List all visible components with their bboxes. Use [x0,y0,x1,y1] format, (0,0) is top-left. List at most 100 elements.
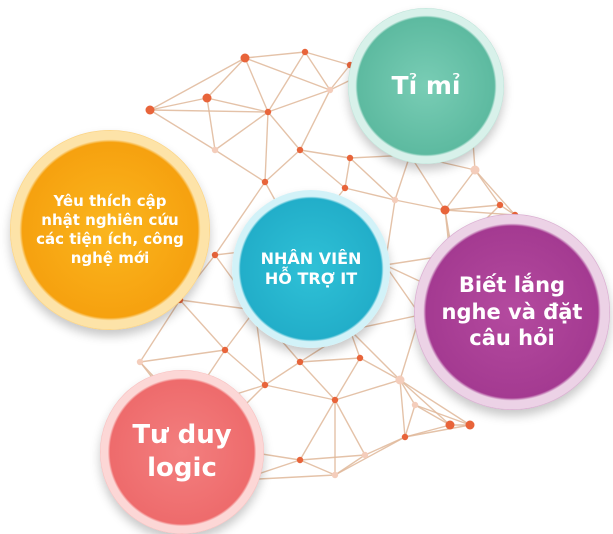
network-link [299,149,346,189]
network-link [344,157,351,189]
network-link [149,109,216,151]
network-link [149,57,246,111]
network-link [264,149,301,183]
network-link [404,404,416,438]
network-node [395,375,405,385]
trait-label-research-tech: Yêu thích cập nhật nghiên cứu các tiện í… [36,191,184,268]
network-link [299,459,336,476]
network-node [211,251,219,259]
network-node [145,105,155,115]
trait-label-meticulous: Tỉ mỉ [391,71,461,100]
network-link [214,149,266,183]
network-link [299,357,361,363]
network-link [267,51,306,113]
network-link [399,379,471,426]
network-link [394,154,411,201]
network-link [139,349,226,363]
trait-bubble-meticulous: Tỉ mỉ [348,8,504,164]
network-link [404,424,471,438]
network-link [244,57,331,91]
network-node [261,178,269,186]
network-link [179,299,226,351]
network-link [149,97,208,111]
network-node [221,346,229,354]
network-link [334,379,401,401]
network-link [149,109,269,113]
network-link [414,404,471,426]
network-link [206,57,246,99]
network-link [267,89,331,113]
network-node [346,154,354,162]
network-node [331,471,339,479]
network-link [214,181,266,256]
network-link [139,299,181,363]
trait-bubble-research-tech: Yêu thích cập nhật nghiên cứu các tiện í… [10,130,210,330]
network-node [326,86,334,94]
network-link [264,384,336,401]
network-node [136,358,144,366]
trait-label-listening: Biết lắng nghe và đặt câu hỏi [441,272,583,351]
network-node [496,201,504,209]
network-node [440,205,450,215]
network-link [399,379,416,406]
network-link [344,187,396,201]
network-link [264,361,301,386]
network-node [391,196,399,204]
network-link [299,361,336,401]
network-link [334,399,366,456]
network-node [202,93,212,103]
network-link [267,111,301,151]
network-link [299,149,351,159]
network-link [329,64,351,91]
network-link [444,204,501,211]
network-link [244,57,269,113]
network-node [211,146,219,154]
center-label-it-support: NHÂN VIÊN HỖ TRỢ IT [260,248,362,288]
network-link [224,349,266,386]
network-node [465,420,475,430]
network-node [296,146,304,154]
network-link [444,169,476,211]
network-link [334,357,361,401]
network-link [359,357,401,381]
network-node [240,53,250,63]
network-node [261,381,269,389]
network-link [214,111,269,151]
network-node [411,401,419,409]
network-link [299,454,366,461]
network-link [334,436,406,476]
network-link [304,51,351,66]
network-node [264,108,272,116]
network-link [349,329,401,381]
trait-bubble-logical-thinking: Tư duy logic [100,370,264,534]
network-link [474,169,501,206]
network-node [341,184,349,192]
center-bubble-it-support: NHÂN VIÊN HỖ TRỢ IT [232,190,390,348]
network-node [296,456,304,464]
network-link [414,404,451,426]
network-link [206,97,269,113]
network-link [399,379,451,426]
network-node [356,354,364,362]
network-node [301,48,309,56]
network-link [244,51,306,59]
network-node [445,420,455,430]
network-link [299,399,336,461]
network-link [399,379,406,438]
network-node [401,433,409,441]
network-link [299,89,331,151]
network-link [474,169,516,216]
trait-bubble-listening: Biết lắng nghe và đặt câu hỏi [414,214,610,410]
network-node [470,165,480,175]
network-link [304,51,331,91]
network-link [264,111,269,183]
network-node [331,396,339,404]
network-link [206,97,216,151]
trait-label-logical-thinking: Tư duy logic [132,419,232,483]
network-link [409,154,446,211]
network-link [349,157,396,201]
network-link [394,199,446,211]
network-node [361,451,369,459]
network-node [296,358,304,366]
